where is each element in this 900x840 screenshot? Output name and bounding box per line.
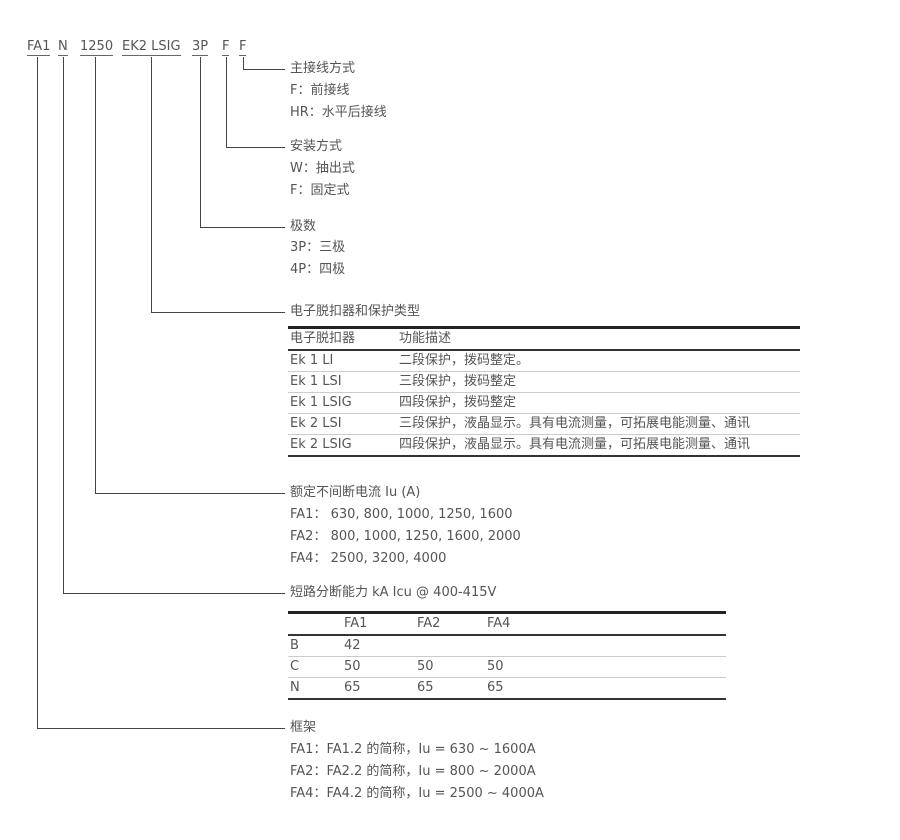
install-option: F：固定式	[290, 183, 350, 198]
code-install: F	[222, 39, 230, 56]
connector-install-h	[226, 147, 285, 148]
frame-option: FA4：FA4.2 的简称，Iu = 2500 ~ 4000A	[290, 786, 544, 801]
code-wiring: F	[239, 39, 247, 56]
connector-frame-h	[37, 728, 285, 729]
cell: 65	[417, 680, 434, 695]
table-row: N 65 65 65	[288, 678, 726, 700]
code-frame: FA1	[27, 39, 51, 56]
cell: 二段保护，拨码整定。	[397, 350, 800, 372]
frame-title: 框架	[290, 720, 317, 735]
connector-poles-h	[200, 227, 285, 228]
connector-current-h	[95, 493, 285, 494]
cell: 四段保护，拨码整定	[397, 392, 800, 414]
wiring-option: HR：水平后接线	[290, 105, 387, 120]
header-cell	[288, 612, 342, 636]
code-trip: EK2 LSIG	[122, 39, 181, 56]
connector-poles	[200, 57, 201, 227]
cell: 四段保护，液晶显示。具有电流测量，可拓展电能测量、通讯	[399, 437, 751, 452]
wiring-option: F：前接线	[290, 83, 350, 98]
connector-breaking	[63, 57, 64, 593]
cell: N	[290, 680, 300, 695]
install-option: W：抽出式	[290, 161, 355, 176]
connector-trip	[151, 57, 152, 312]
header-cell: FA4	[485, 612, 726, 636]
cell: C	[288, 656, 342, 678]
cell: Ek 2 LSI	[288, 413, 397, 435]
wiring-title: 主接线方式	[290, 61, 356, 76]
poles-title: 极数	[290, 219, 317, 234]
frame-option: FA2：FA2.2 的简称，Iu = 800 ~ 2000A	[290, 764, 536, 779]
poles-option: 3P：三极	[290, 240, 346, 255]
cell: Ek 1 LI	[288, 350, 397, 372]
connector-frame	[37, 57, 38, 728]
header-cell: FA2	[415, 612, 485, 636]
frame-option: FA1：FA1.2 的简称，Iu = 630 ~ 1600A	[290, 742, 536, 757]
header-cell: 电子脱扣器	[288, 327, 397, 351]
current-values: FA2： 800, 1000, 1250, 1600, 2000	[290, 529, 521, 544]
trip-title: 电子脱扣器和保护类型	[290, 304, 421, 319]
connector-breaking-h	[63, 593, 285, 594]
current-values: FA1： 630, 800, 1000, 1250, 1600	[290, 507, 513, 522]
connector-wiring-h	[243, 69, 285, 70]
cell	[415, 635, 485, 657]
breaking-title: 短路分断能力 kA Icu @ 400-415V	[290, 585, 497, 600]
table-header: 电子脱扣器功能描述	[288, 327, 800, 351]
cell: Ek 2 LSIG	[290, 437, 352, 452]
code-poles: 3P	[192, 39, 209, 56]
connector-trip-h	[151, 312, 285, 313]
table-row: Ek 2 LSIG 四段保护，液晶显示。具有电流测量，可拓展电能测量、通讯	[288, 435, 800, 457]
cell: Ek 1 LSI	[288, 371, 397, 393]
cell: 50	[485, 656, 726, 678]
cell	[485, 635, 726, 657]
header-cell: FA1	[342, 612, 415, 636]
header-cell: 功能描述	[397, 327, 800, 351]
cell: B	[288, 635, 342, 657]
cell: 50	[415, 656, 485, 678]
poles-option: 4P：四极	[290, 262, 346, 277]
cell: 三段保护，拨码整定	[397, 371, 800, 393]
connector-current	[95, 57, 96, 493]
cell: 65	[344, 680, 361, 695]
cell: 42	[342, 635, 415, 657]
current-values: FA4： 2500, 3200, 4000	[290, 551, 447, 566]
install-title: 安装方式	[290, 139, 343, 154]
connector-wiring	[243, 57, 244, 69]
cell: 50	[342, 656, 415, 678]
cell: 65	[487, 680, 504, 695]
code-breaking: N	[58, 39, 68, 56]
cell: Ek 1 LSIG	[288, 392, 397, 414]
cell: 三段保护，液晶显示。具有电流测量，可拓展电能测量、通讯	[397, 413, 800, 435]
current-title: 额定不间断电流 Iu (A)	[290, 485, 421, 500]
code-current: 1250	[80, 39, 114, 56]
connector-install	[226, 57, 227, 147]
